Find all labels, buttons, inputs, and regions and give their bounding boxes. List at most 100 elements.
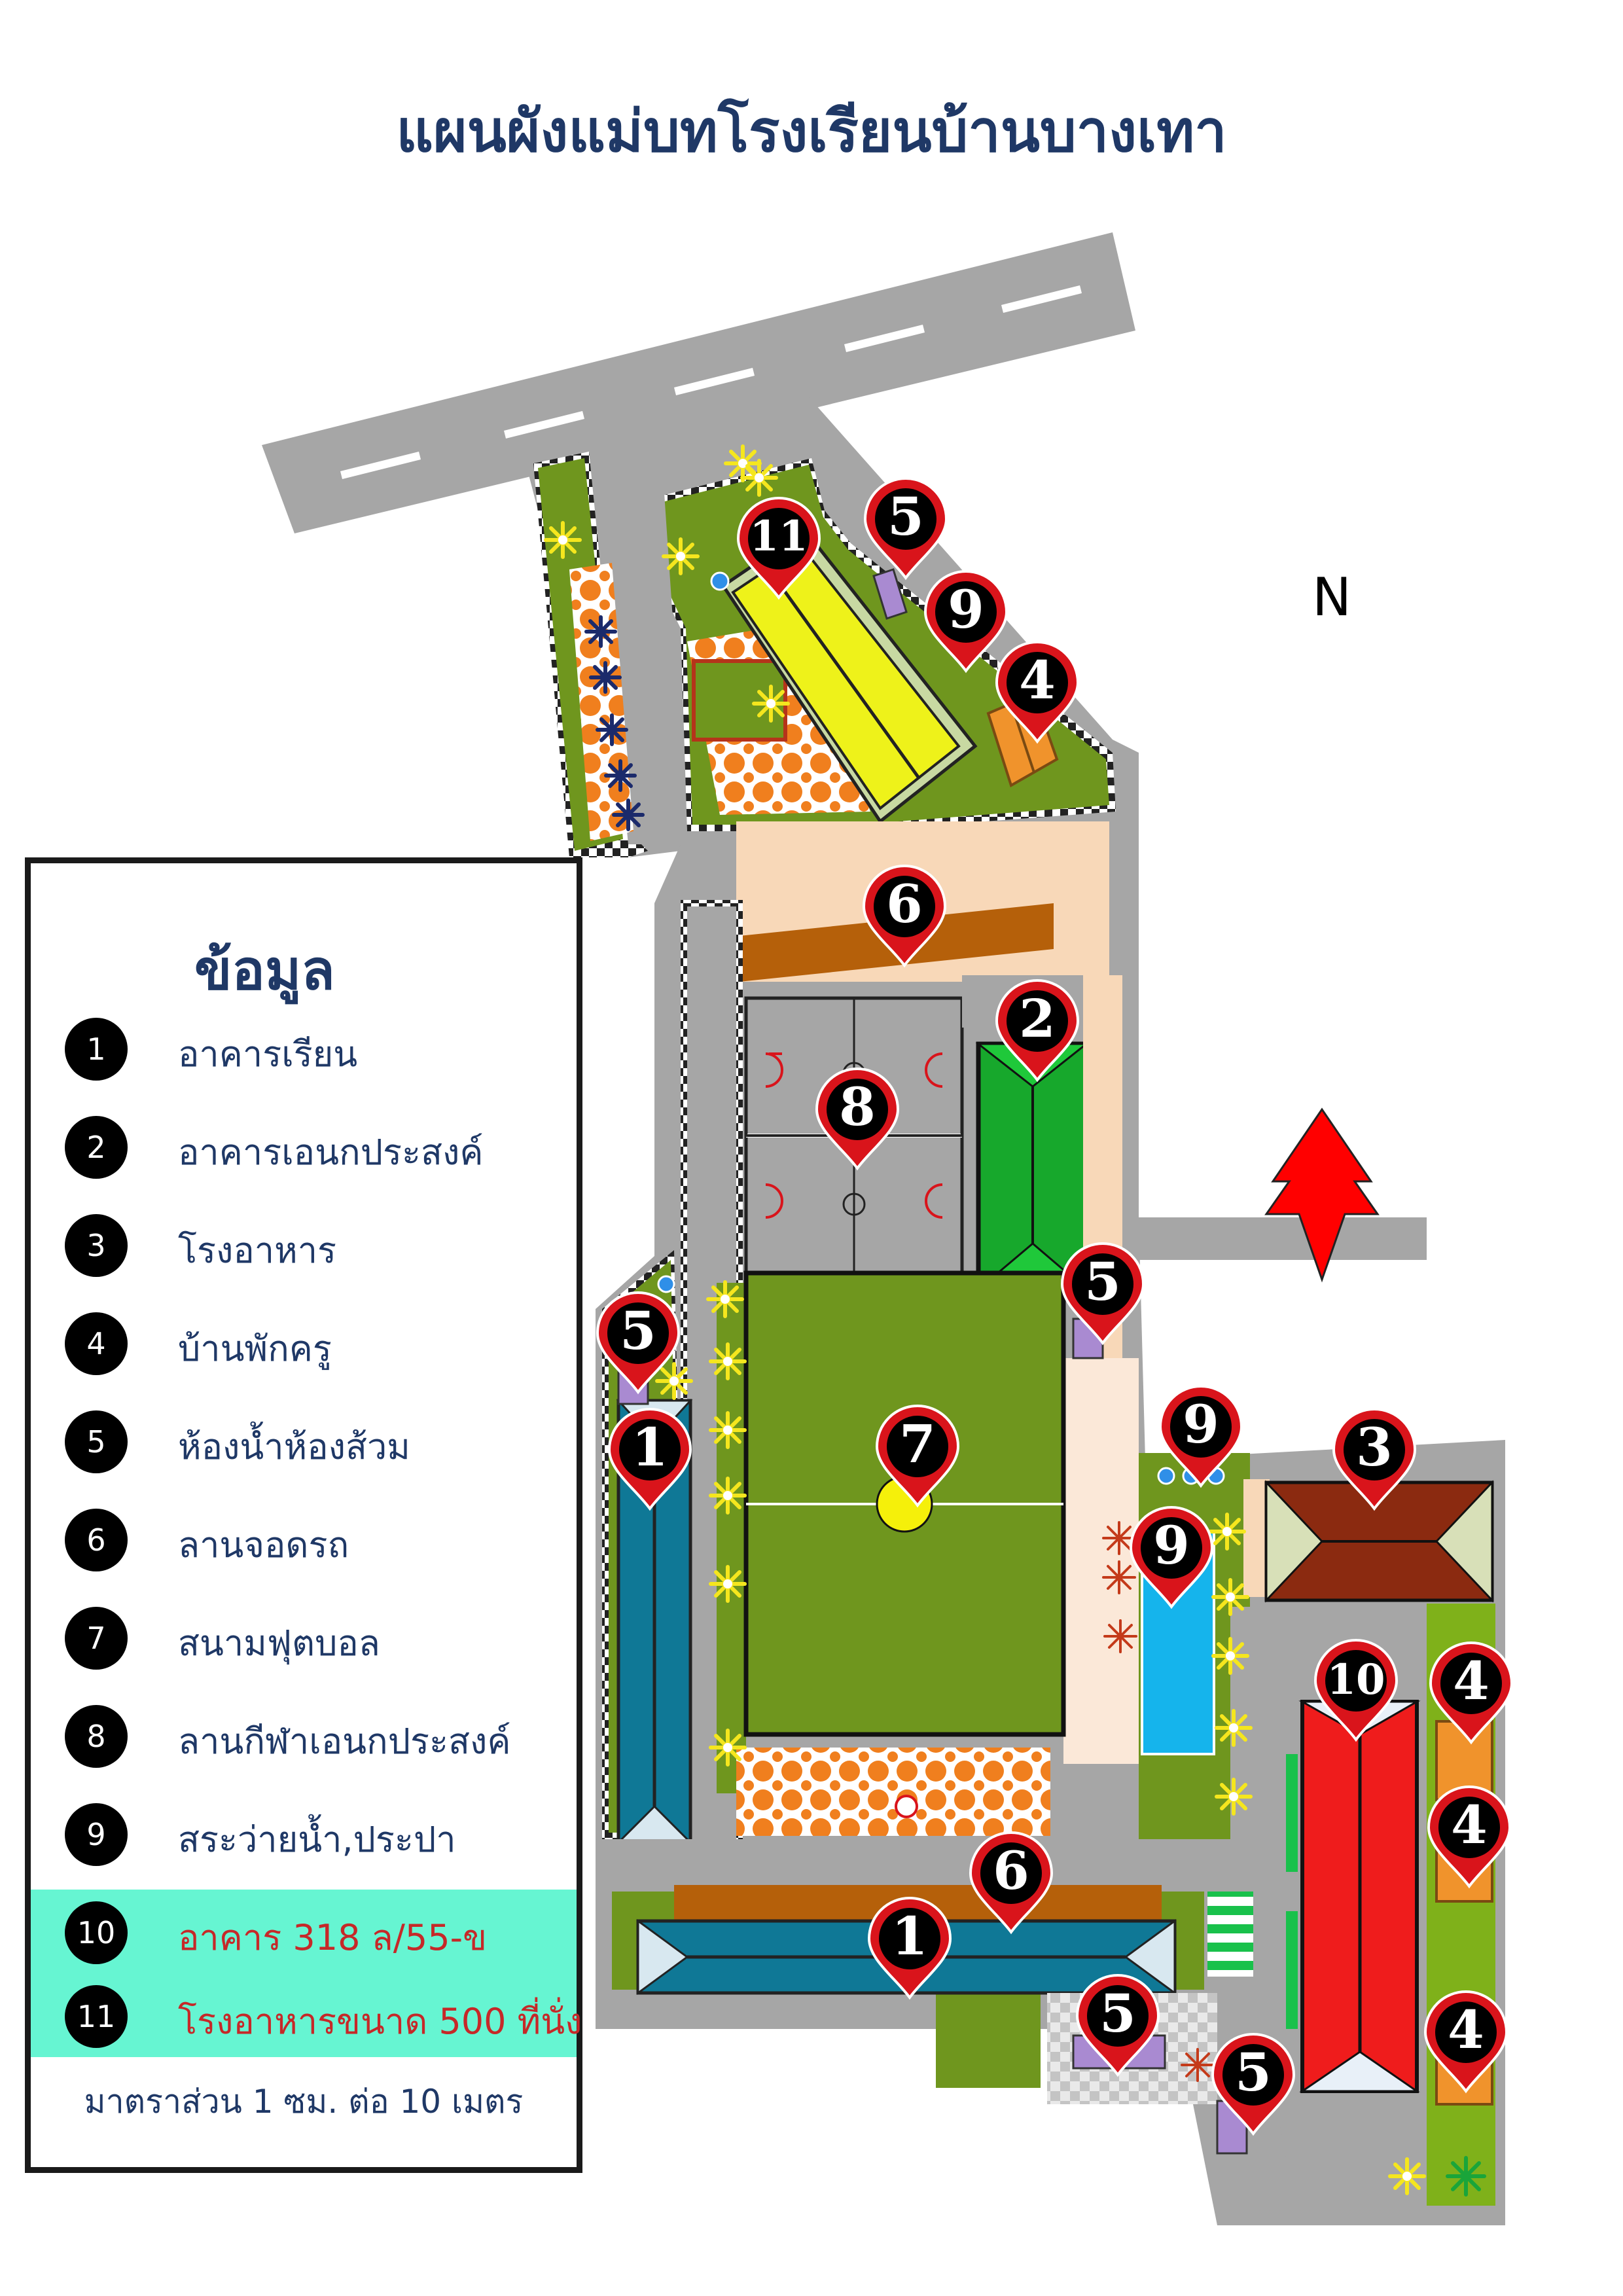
marker-classroom-south: 1: [868, 1897, 952, 1999]
legend-number: 8: [65, 1705, 128, 1768]
decorative-plants: [546, 446, 1486, 2197]
svg-text:4: 4: [1448, 1999, 1484, 2060]
marker-parking-top: 6: [863, 865, 946, 967]
svg-text:6: 6: [993, 1840, 1029, 1901]
marker-classroom-west: 1: [608, 1408, 692, 1510]
svg-text:7: 7: [899, 1413, 936, 1475]
marker-toilet-top: 5: [864, 477, 948, 579]
north-arrow: N: [1264, 567, 1380, 1283]
page-title: แผนผังแม่บทโรงเรียนบ้านบางเทา: [396, 97, 1227, 165]
marker-canteen: 3: [1332, 1408, 1416, 1510]
legend-scale: มาตราส่วน 1 ซม. ต่อ 10 เมตร: [84, 2083, 524, 2121]
legend-title: ข้อมูล: [194, 937, 335, 1002]
svg-text:5: 5: [1235, 2041, 1272, 2103]
marker-teacher-house-3: 4: [1424, 1990, 1508, 2092]
legend-item-highlighted: 11 โรงอาหารขนาด 500 ที่นั่ง: [31, 1973, 582, 2057]
svg-text:1: 1: [632, 1416, 668, 1478]
svg-text:9: 9: [1183, 1393, 1219, 1455]
legend-number: 2: [65, 1116, 128, 1179]
marker-water-supply: 9: [1159, 1385, 1243, 1487]
svg-text:5: 5: [1099, 1982, 1136, 2044]
legend-label: โรงอาหารขนาด 500 ที่นั่ง: [178, 2001, 582, 2042]
north-label: N: [1312, 567, 1351, 628]
map-legend: ข้อมูล 1 อาคารเรียน 2 อาคารเอนกประสงค์ 3 โร…: [25, 857, 582, 2173]
green-shrub: [1446, 2156, 1486, 2197]
svg-text:10: 10: [1327, 1655, 1385, 1704]
svg-text:9: 9: [948, 579, 984, 640]
right-road-stub: [1139, 1217, 1427, 1260]
legend-item: 5 ห้องน้ำห้องส้วม: [31, 1399, 577, 1482]
marker-toilet-south: 5: [1076, 1974, 1160, 2076]
svg-text:5: 5: [887, 486, 924, 547]
marker-teacher-house-top: 4: [995, 641, 1079, 743]
marker-toilet-southeast: 5: [1211, 2033, 1295, 2135]
legend-label: อาคาร 318 ล/55-ข: [178, 1917, 487, 1958]
marker-teacher-house-1: 4: [1429, 1641, 1513, 1744]
marker-swimming-pool: 9: [1130, 1506, 1213, 1608]
legend-label: ลานจอดรถ: [178, 1524, 349, 1566]
marker-football-field: 7: [876, 1405, 959, 1507]
north-arrow-icon: [1264, 1107, 1380, 1283]
svg-text:9: 9: [1153, 1515, 1190, 1576]
legend-number: 7: [65, 1607, 128, 1670]
legend-number: 10: [65, 1901, 128, 1964]
legend-number: 6: [65, 1509, 128, 1571]
svg-text:2: 2: [1019, 988, 1056, 1049]
marker-multipurpose: 2: [995, 979, 1079, 1081]
toilet-top: [872, 568, 908, 620]
legend-number: 3: [65, 1214, 128, 1277]
marker-pool-top: 9: [924, 570, 1008, 672]
svg-text:1: 1: [891, 1905, 928, 1967]
legend-item: 6 ลานจอดรถ: [31, 1497, 577, 1581]
legend-label: ห้องน้ำห้องส้วม: [178, 1426, 410, 1467]
legend-item: 1 อาคารเรียน: [31, 1006, 577, 1090]
svg-text:4: 4: [1453, 1650, 1489, 1712]
svg-text:11: 11: [749, 512, 808, 561]
svg-text:5: 5: [620, 1300, 656, 1361]
south-road: [602, 1839, 1243, 1892]
tiled-plaza: [736, 1748, 1050, 1836]
road-lane-markings: [340, 285, 1082, 479]
legend-number: 5: [65, 1410, 128, 1473]
legend-item: 7 สนามฟุตบอล: [31, 1595, 577, 1679]
walkway-lower: [1063, 1358, 1139, 1764]
legend-label: อาคารเรียน: [178, 1033, 358, 1075]
legend-item: 3 โรงอาหาร: [31, 1202, 577, 1286]
marker-building-318: 10: [1314, 1639, 1398, 1741]
legend-number: 9: [65, 1803, 128, 1866]
legend-label: บ้านพักครู: [178, 1328, 332, 1369]
marker-sports-courts: 8: [815, 1067, 899, 1170]
legend-item-highlighted: 10 อาคาร 318 ล/55-ข: [31, 1890, 577, 1973]
building-318: [1298, 1700, 1421, 2093]
legend-number: 11: [65, 1985, 128, 2048]
marker-toilet-center: 5: [1061, 1242, 1145, 1344]
legend-label: ลานกีฬาเอนกประสงค์: [178, 1721, 511, 1762]
legend-label: โรงอาหาร: [178, 1230, 337, 1271]
marker-canteen-500: 11: [737, 497, 821, 599]
marker-toilet-west: 5: [596, 1291, 680, 1393]
multipurpose-building: [962, 975, 1090, 1292]
water-tanks: [657, 571, 1225, 1485]
svg-text:3: 3: [1356, 1416, 1393, 1478]
legend-item: 9 สระว่ายน้ำ,ประปา: [31, 1791, 577, 1875]
striped-crossing: [1207, 1892, 1253, 1977]
svg-text:4: 4: [1019, 649, 1056, 711]
marker-parking-bottom: 6: [969, 1831, 1053, 1933]
legend-number: 4: [65, 1312, 128, 1375]
svg-text:4: 4: [1451, 1794, 1488, 1856]
legend-item: 4 บ้านพักครู: [31, 1300, 577, 1384]
marker-teacher-house-2: 4: [1427, 1785, 1511, 1888]
legend-label: สนามฟุตบอล: [178, 1623, 380, 1664]
legend-label: อาคารเอนกประสงค์: [178, 1132, 484, 1173]
legend-item: 2 อาคารเอนกประสงค์: [31, 1104, 577, 1188]
svg-text:8: 8: [839, 1076, 876, 1138]
legend-item: 8 ลานกีฬาเอนกประสงค์: [31, 1693, 577, 1777]
football-field: [743, 1270, 1066, 1737]
canteen-building: [1243, 1479, 1494, 1603]
svg-text:5: 5: [1084, 1251, 1121, 1312]
map-markers: 11 5 9 4 6 2 8 5 5 1 7 9 3 9 10 4 4 6 1 …: [596, 477, 1513, 2135]
legend-label: สระว่ายน้ำ,ประปา: [178, 1819, 456, 1860]
svg-text:6: 6: [886, 873, 923, 935]
legend-number: 1: [65, 1018, 128, 1081]
